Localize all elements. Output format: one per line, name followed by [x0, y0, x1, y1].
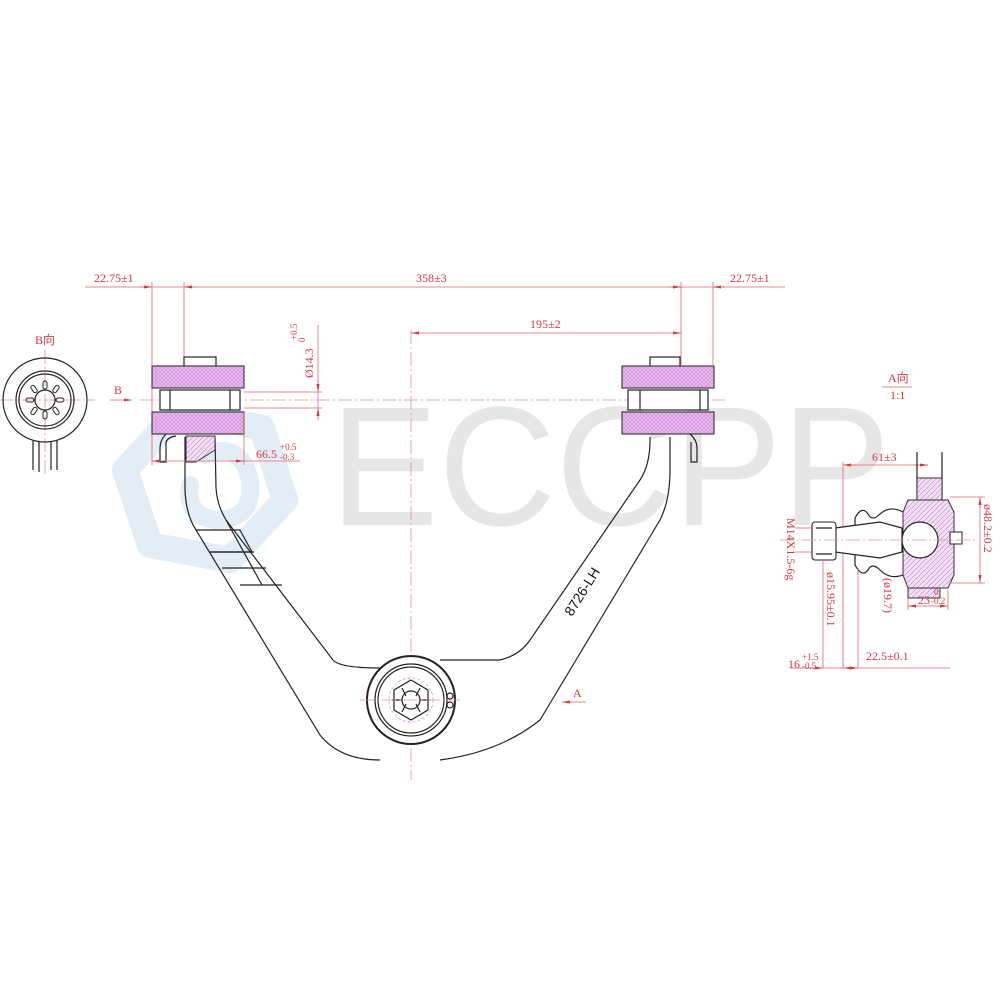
- dim-bushing-tol-lower: -0.3: [280, 452, 295, 462]
- dim-housing-tol-lower: -0.2: [931, 596, 945, 606]
- view-b-detail: B向: [0, 332, 95, 475]
- dim-thread-tol-upper: +1.5: [802, 652, 819, 662]
- dim-stud-diameter: ø15.95±0.1: [824, 572, 838, 627]
- dim-bore-tol-upper: +0.5: [289, 323, 299, 340]
- dim-stud-length: 22.5±0.1: [866, 649, 909, 663]
- dim-thread: M14X1.5-6g: [784, 518, 798, 580]
- dim-offset: 61±3: [872, 450, 897, 464]
- watermark: ECCPP: [112, 372, 890, 573]
- dim-bushing-length: 66.5: [256, 447, 277, 461]
- control-arm-body: 8726-LH: [184, 436, 671, 761]
- dim-housing-tol-upper: 0: [934, 587, 939, 597]
- watermark-logo-icon: [112, 397, 298, 573]
- dim-right-bushing-width: 22.75±1: [730, 271, 770, 285]
- dim-bushing-tol-upper: +0.5: [280, 442, 297, 452]
- arrow-b-label: B: [114, 383, 122, 397]
- dim-left-bushing-width: 22.75±1: [94, 271, 134, 285]
- dim-center-offset: 195±2: [530, 317, 561, 331]
- dim-boot-diameter: (ø19.7): [881, 578, 895, 613]
- view-a-scale: 1:1: [890, 388, 905, 402]
- bore-diameter-dimension: Ø14.3 0 +0.5: [244, 323, 322, 420]
- dim-thread-tol-lower: -0.5: [802, 661, 817, 671]
- bushing-length-dimension: 66.5 +0.5 -0.3: [152, 412, 300, 465]
- ball-joint-top-view: [360, 655, 460, 745]
- dim-bore-diameter: Ø14.3: [302, 348, 316, 378]
- dim-overall-length: 358±3: [416, 271, 447, 285]
- view-a-title: A向: [888, 370, 909, 385]
- view-arrow-b: B: [110, 383, 132, 402]
- top-dimensions: 22.75±1 358±3 22.75±1 195±2: [85, 271, 785, 465]
- view-a-detail: A向 1:1 61±3 ø48.2±0.2 23 0 -0.2: [780, 370, 995, 671]
- dim-thread-length: 16: [788, 657, 800, 671]
- arrow-a-label: A: [573, 686, 582, 700]
- view-arrow-a: A: [562, 686, 586, 704]
- dim-housing-diameter: ø48.2±0.2: [981, 504, 995, 553]
- dim-bore-tol-lower: 0: [297, 337, 307, 342]
- right-bushing: [621, 356, 715, 463]
- view-b-title: B向: [35, 332, 55, 347]
- dim-housing-height: 23: [918, 593, 930, 607]
- part-number-label: 8726-LH: [561, 565, 603, 619]
- watermark-text: ECCPP: [330, 372, 890, 562]
